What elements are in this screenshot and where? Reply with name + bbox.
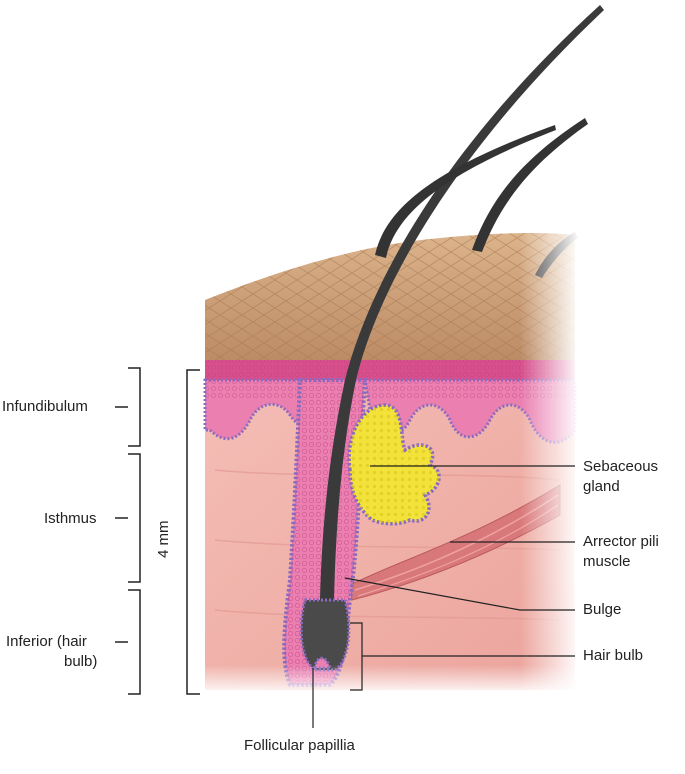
label-infundibulum: Infundibulum (2, 398, 88, 415)
label-arrector-line1: Arrector pili (583, 533, 659, 550)
label-sebaceous-gland: Sebaceous gland (583, 457, 658, 497)
skin-surface (205, 233, 575, 370)
label-sebaceous-line1: Sebaceous (583, 458, 659, 475)
label-arrector-line2: muscle (583, 553, 631, 570)
length-bracket (186, 369, 200, 695)
label-isthmus: Isthmus (44, 510, 97, 527)
label-inferior-line2: bulb) (64, 653, 98, 670)
label-hair-bulb: Hair bulb (583, 647, 644, 664)
leader-lines (312, 465, 575, 728)
label-arrector-pili: Arrector pili muscle (583, 532, 659, 572)
label-length-4mm: 4 mm (155, 520, 172, 559)
label-sebaceous-line2: gland (583, 478, 620, 495)
label-inferior: Inferior (hair bulb) (6, 632, 97, 672)
region-brackets-left (115, 367, 141, 695)
label-inferior-line1: Inferior (hair (6, 633, 87, 650)
hair-shaft (299, 5, 604, 672)
label-bulge: Bulge (583, 601, 622, 618)
sebaceous-gland (347, 403, 441, 526)
label-follicular-papilla: Follicular papillia (244, 737, 355, 754)
